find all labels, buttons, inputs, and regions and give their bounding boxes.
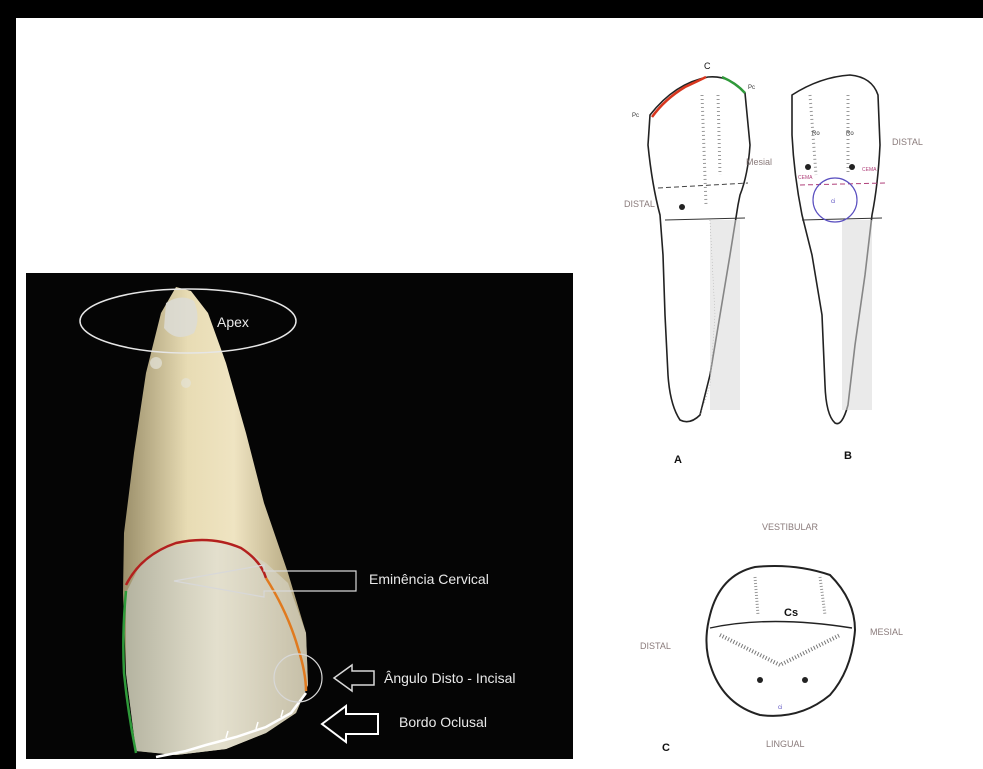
tooth-photo-panel: Apex Eminência Cervical Ângulo Disto - I… — [26, 273, 573, 759]
apex-speckles — [164, 297, 198, 337]
diagram-a-letter: A — [674, 454, 682, 466]
diagram-b-drawing — [792, 75, 885, 424]
diagram-c-letter: C — [662, 742, 670, 754]
diagram-c-ci: ci — [778, 705, 782, 711]
angle-arrow — [334, 665, 374, 691]
diagram-a-mesial: Mesial — [746, 157, 772, 167]
diagram-a-pc-left: Pc — [632, 113, 639, 119]
frame-top-border — [0, 0, 983, 18]
diagram-c-drawing — [706, 566, 855, 716]
diagram-c-lingual: LINGUAL — [766, 739, 805, 749]
diagram-a-distal: DISTAL — [624, 199, 655, 209]
diagram-c-vestibular: VESTIBULAR — [762, 522, 819, 532]
diagram-b-pink-left: CEMA — [798, 175, 813, 181]
diagram-b-mark-left: Ro — [812, 131, 820, 137]
apex-label: Apex — [217, 314, 249, 330]
diagram-a-c-point: C — [704, 61, 711, 71]
tooth-photo-drawing — [26, 273, 573, 759]
diagram-a-drawing — [648, 77, 750, 422]
cervical-eminence-label: Eminência Cervical — [369, 571, 489, 587]
occlusal-border-label: Bordo Oclusal — [399, 714, 487, 730]
frame-left-border — [0, 0, 16, 769]
occlusal-arrow — [322, 706, 378, 742]
diagram-c-cs: Cs — [784, 607, 798, 619]
diagram-b-pink-right: CEMA — [862, 167, 877, 173]
diagram-a-pc-right: Pc — [748, 85, 755, 91]
tooth-diagrams: C Pc Pc Mesial DISTAL A Ro Ro CEMA CEMA … — [580, 55, 970, 755]
disto-incisal-angle-label: Ângulo Disto - Incisal — [384, 670, 516, 686]
diagram-c-mesial: MESIAL — [870, 627, 903, 637]
diagram-b-letter: B — [844, 450, 852, 462]
diagram-b-mark-right: Ro — [846, 131, 854, 137]
diagram-b-distal: DISTAL — [892, 137, 923, 147]
diagram-b-circle-label: ci — [831, 199, 835, 205]
diagram-c-distal: DISTAL — [640, 641, 671, 651]
